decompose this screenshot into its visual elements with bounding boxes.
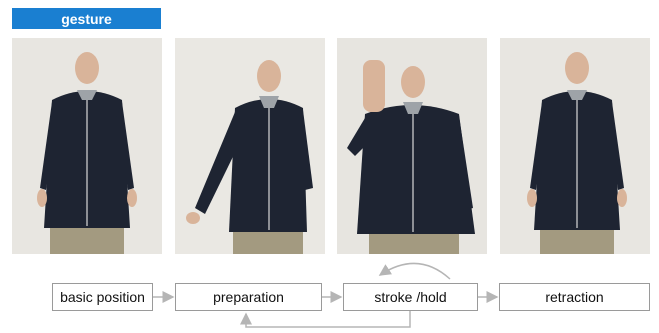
gesture-header: gesture <box>12 8 161 29</box>
step-basic-position: basic position <box>52 283 153 311</box>
hold-loop-arrow <box>378 262 451 280</box>
step-preparation: preparation <box>175 283 322 311</box>
person-figure <box>12 38 162 254</box>
step-retraction: retraction <box>499 283 650 311</box>
person-figure <box>500 38 650 254</box>
step-stroke-hold: stroke /hold <box>343 283 478 311</box>
photo-stroke-hold <box>337 38 487 254</box>
person-figure <box>175 38 325 254</box>
person-figure <box>337 38 487 254</box>
return-arrow-to-preparation <box>240 311 411 328</box>
photo-retraction <box>500 38 650 254</box>
photo-preparation <box>175 38 325 254</box>
photo-basic-position <box>12 38 162 254</box>
